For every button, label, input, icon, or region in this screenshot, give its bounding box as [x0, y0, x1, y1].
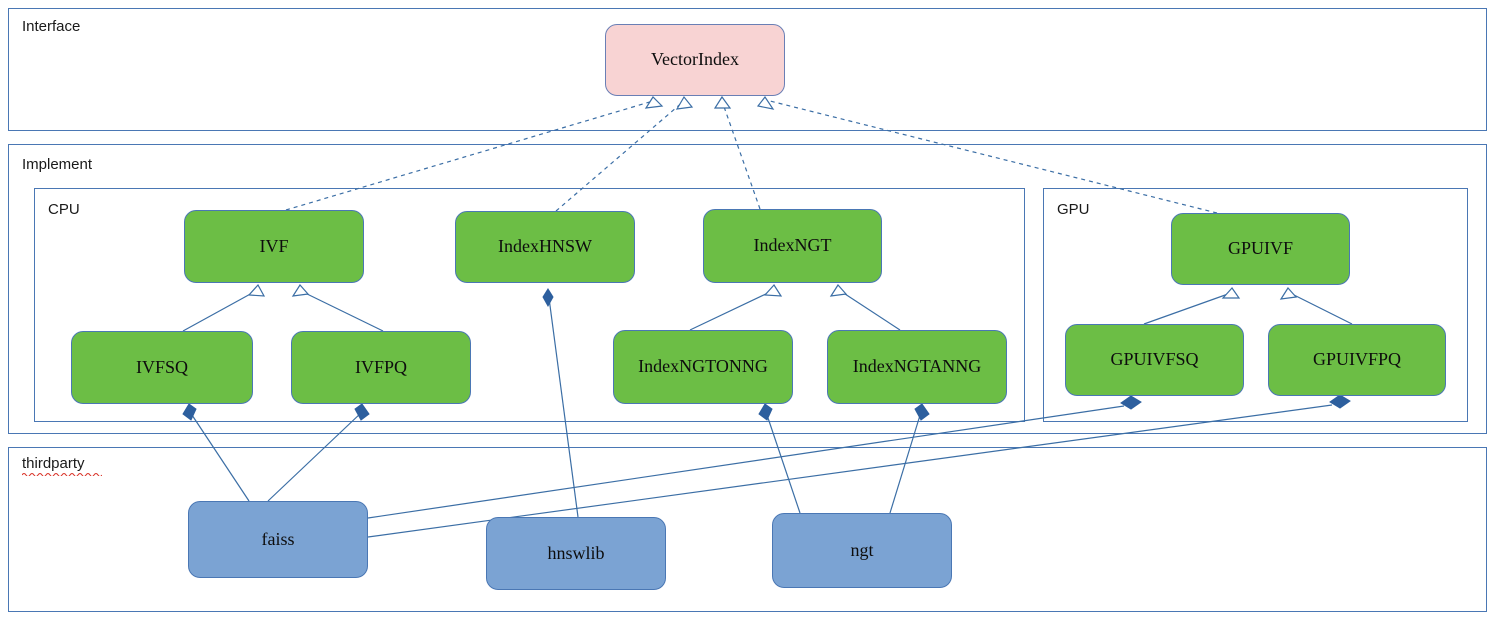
- node-label: ngt: [850, 539, 874, 560]
- node-label: GPUIVF: [1227, 238, 1293, 259]
- node-indexngtonng[interactable]: IndexNGTONNG: [613, 330, 793, 404]
- node-gpuivfsq[interactable]: GPUIVFSQ: [1065, 324, 1244, 396]
- panel-label-gpu: GPU: [1057, 201, 1090, 218]
- node-vectorindex[interactable]: VectorIndex: [605, 24, 785, 96]
- node-label: IVFSQ: [135, 356, 188, 377]
- node-label: IVF: [259, 235, 289, 256]
- node-label: GPUIVFSQ: [1110, 349, 1199, 370]
- panel-label-thirdparty-text: thirdparty: [22, 455, 85, 472]
- node-label: VectorIndex: [651, 49, 739, 70]
- spellcheck-underline-icon: [22, 473, 102, 476]
- node-indexngt[interactable]: IndexNGT: [703, 209, 882, 283]
- node-label: hnswlib: [547, 542, 605, 563]
- node-indexhnsw[interactable]: IndexHNSW: [455, 211, 635, 283]
- node-indexngtanng[interactable]: IndexNGTANNG: [827, 330, 1007, 404]
- node-ivfpq[interactable]: IVFPQ: [291, 331, 471, 404]
- node-ivf[interactable]: IVF: [184, 210, 364, 283]
- panel-label-cpu: CPU: [48, 201, 80, 218]
- node-label: IndexNGTONNG: [638, 356, 768, 377]
- panel-label-thirdparty: thirdparty: [22, 455, 102, 476]
- node-faiss[interactable]: faiss: [188, 501, 368, 578]
- node-label: GPUIVFPQ: [1312, 349, 1402, 370]
- node-hnswlib[interactable]: hnswlib: [486, 517, 666, 590]
- node-ngt[interactable]: ngt: [772, 513, 952, 588]
- node-gpuivfpq[interactable]: GPUIVFPQ: [1268, 324, 1446, 396]
- node-label: IndexHNSW: [498, 236, 592, 257]
- panel-label-implement: Implement: [22, 156, 93, 173]
- node-label: IVFPQ: [354, 356, 407, 377]
- node-label: faiss: [261, 528, 295, 549]
- panel-label-interface: Interface: [22, 18, 81, 35]
- node-ivfsq[interactable]: IVFSQ: [71, 331, 253, 404]
- node-gpuivf[interactable]: GPUIVF: [1171, 213, 1350, 285]
- node-label: IndexNGTANNG: [852, 356, 982, 377]
- node-label: IndexNGT: [753, 235, 832, 256]
